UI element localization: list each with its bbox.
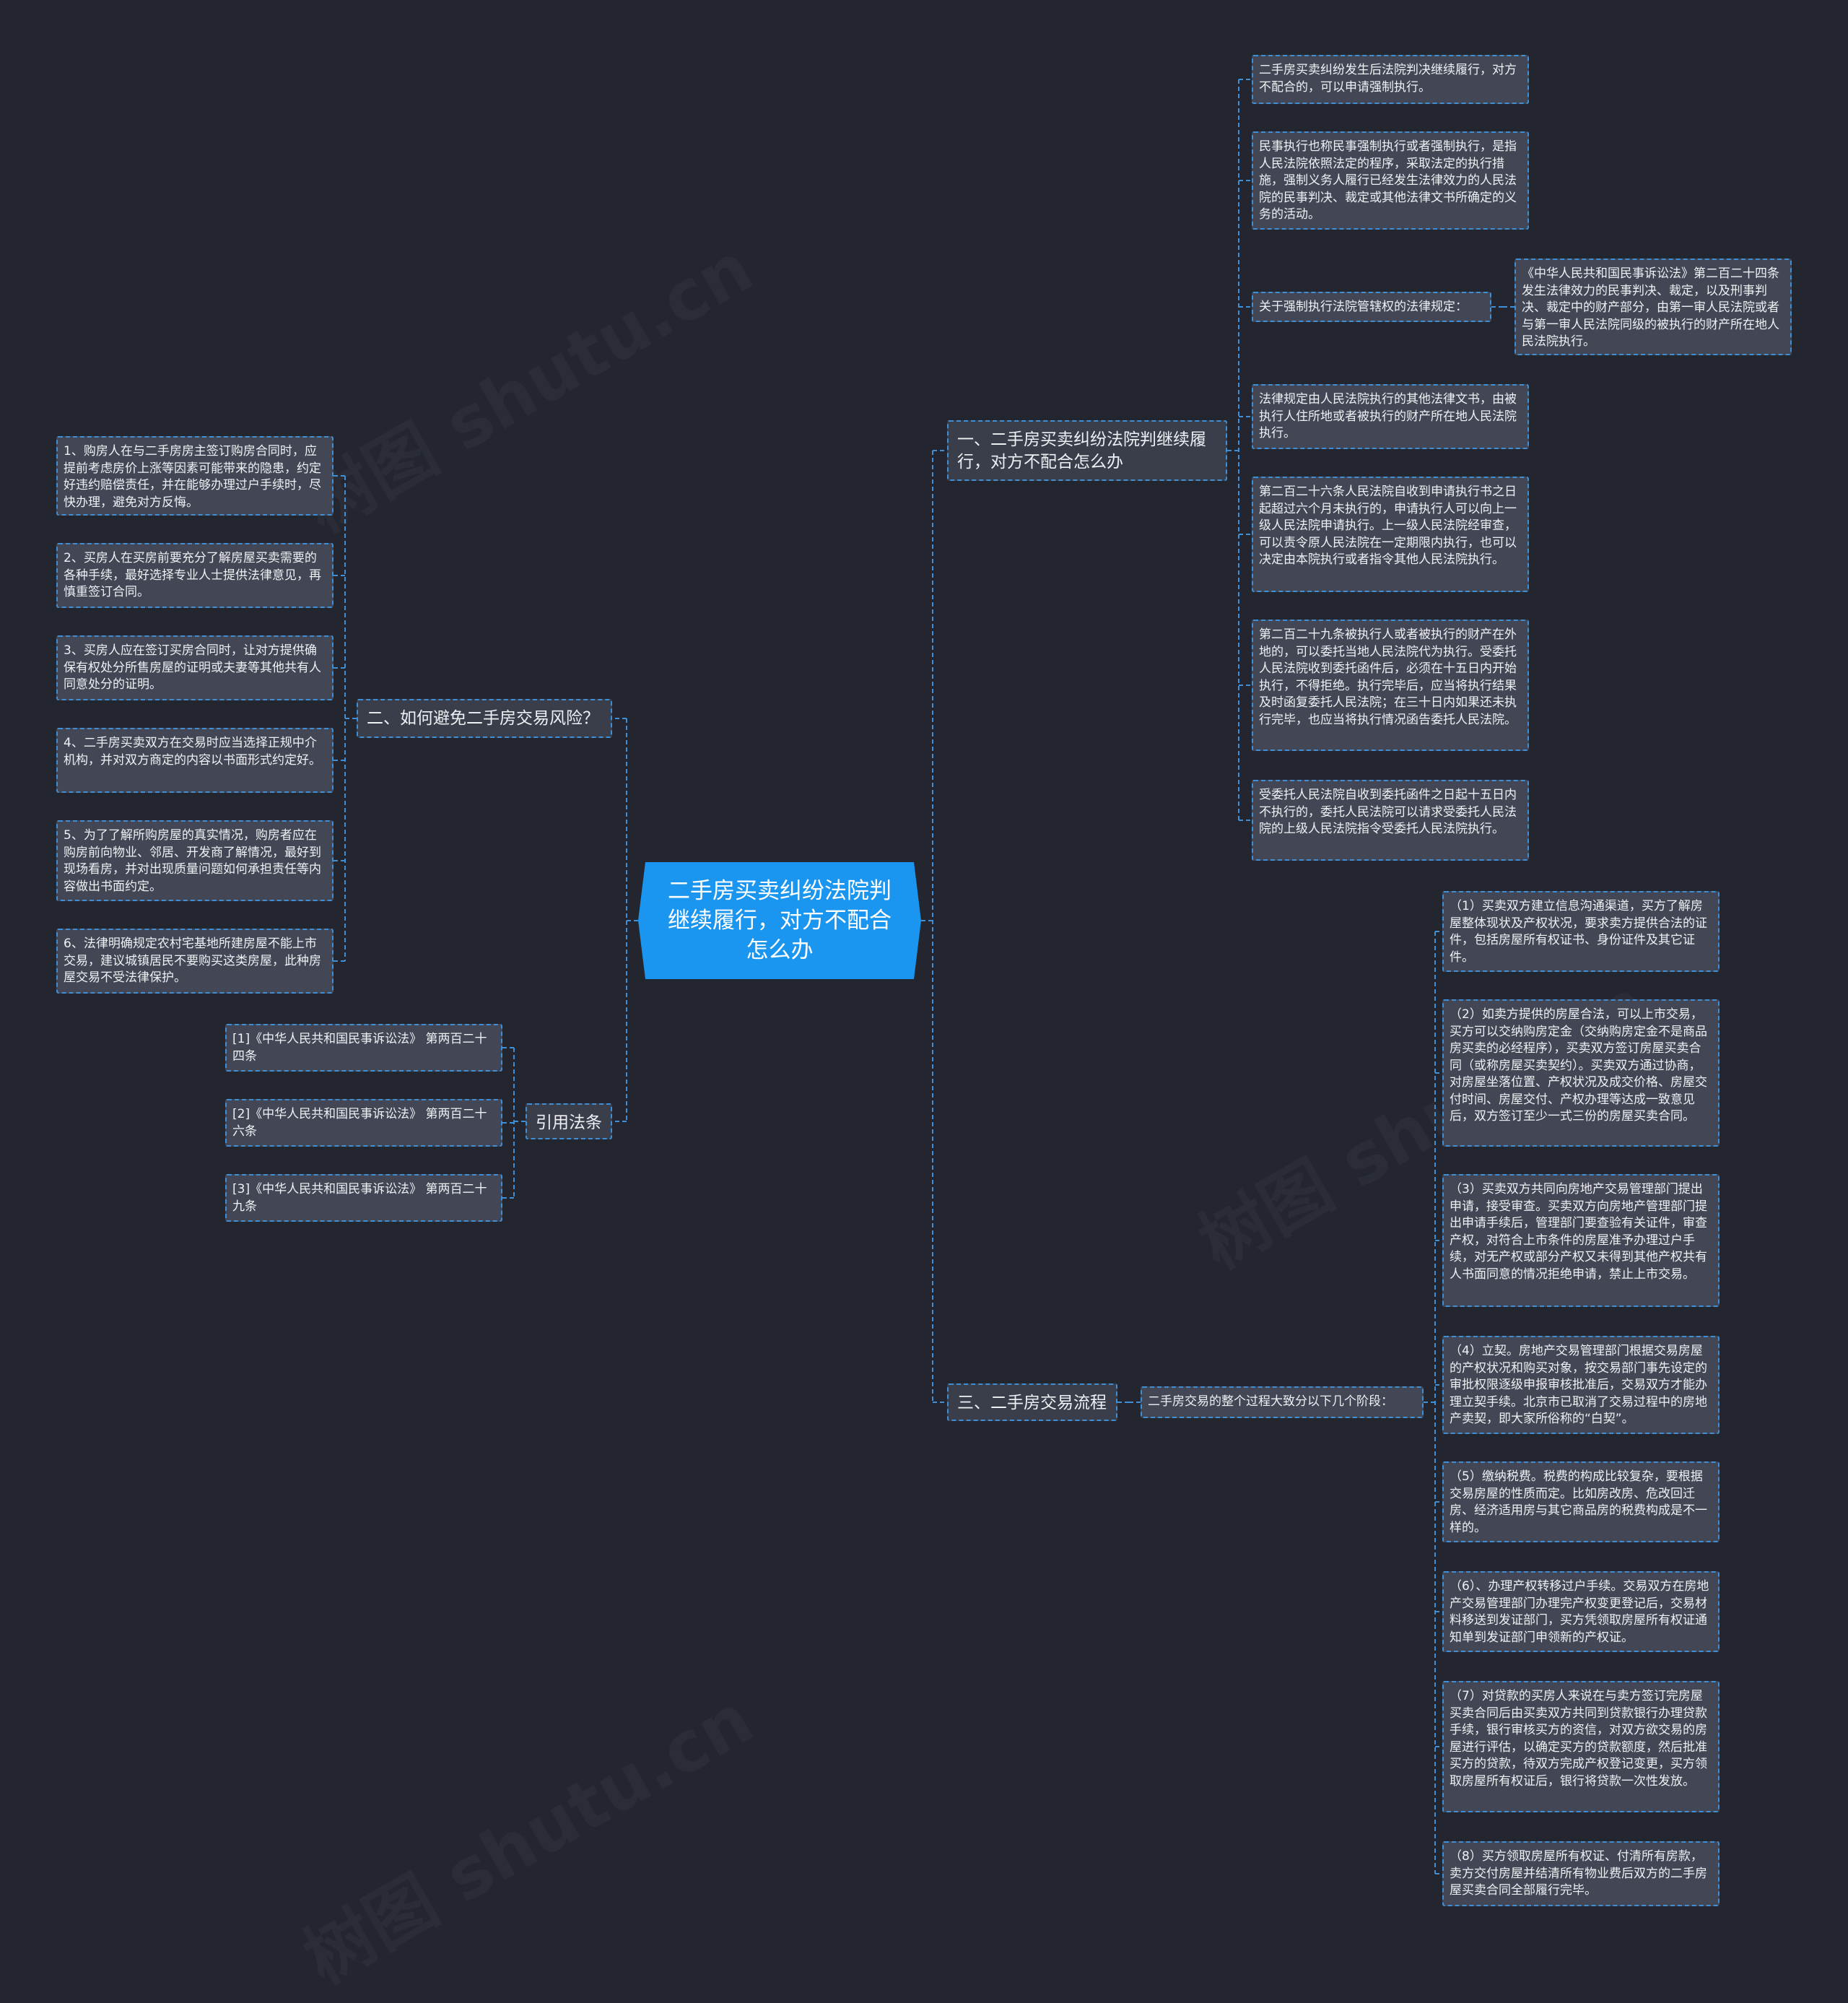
root-topic[interactable]: 二手房买卖纠纷法院判继续履行，对方不配合怎么办 bbox=[638, 862, 921, 979]
process-step[interactable]: （1）买卖双方建立信息沟通渠道，买方了解房屋整体现状及产权状况，要求卖方提供合法… bbox=[1442, 891, 1720, 972]
process-step[interactable]: （3）买卖双方共同向房地产交易管理部门提出申请，接受审查。买卖双方向房地产管理部… bbox=[1442, 1174, 1720, 1307]
branch-enforcement[interactable]: 一、二手房买卖纠纷法院判继续履行，对方不配合怎么办 bbox=[947, 420, 1227, 481]
leaf-node[interactable]: 《中华人民共和国民事诉讼法》第二百二十四条发生法律效力的民事判决、裁定，以及刑事… bbox=[1514, 258, 1792, 355]
process-step[interactable]: （7）对贷款的买房人来说在与卖方签订完房屋买卖合同后由买卖双方共同到贷款银行办理… bbox=[1442, 1681, 1720, 1812]
citation-item[interactable]: [3]《中华人民共和国民事诉讼法》 第两百二十九条 bbox=[225, 1174, 502, 1222]
process-step[interactable]: （4）立契。房地产交易管理部门根据交易房屋的产权状况和购买对象，按交易部门事先设… bbox=[1442, 1336, 1720, 1434]
citation-item[interactable]: [1]《中华人民共和国民事诉讼法》 第两百二十四条 bbox=[225, 1024, 502, 1072]
process-step[interactable]: （6）、办理产权转移过户手续。交易双方在房地产交易管理部门办理完产权变更登记后，… bbox=[1442, 1571, 1720, 1652]
connector-n-root bbox=[921, 450, 947, 1403]
connector-n-root bbox=[612, 718, 638, 1122]
process-step[interactable]: （5）缴纳税费。税费的构成比较复杂，要根据交易房屋的性质而定。比如房改房、危改回… bbox=[1442, 1461, 1720, 1542]
connector-n-b4-intro bbox=[1424, 931, 1442, 1874]
leaf-node[interactable]: 4、二手房买卖双方在交易时应当选择正规中介机构，并对双方商定的内容以书面形式约定… bbox=[56, 728, 334, 793]
connector-lines bbox=[334, 79, 1514, 1874]
leaf-node[interactable]: 1、购房人在与二手房房主签订购房合同时，应提前考虑房价上涨等因素可能带来的隐患，… bbox=[56, 436, 334, 516]
connector-n-b1 bbox=[1227, 79, 1252, 821]
process-intro[interactable]: 二手房交易的整个过程大致分以下几个阶段： bbox=[1141, 1386, 1424, 1418]
leaf-node[interactable]: 法律规定由人民法院执行的其他法律文书，由被执行人住所地或者被执行的财产所在地人民… bbox=[1252, 384, 1529, 449]
leaf-node[interactable]: 受委托人民法院自收到委托函件之日起十五日内不执行的，委托人民法院可以请求受委托人… bbox=[1252, 780, 1529, 861]
connector-n-b3 bbox=[502, 1047, 526, 1199]
leaf-node[interactable]: 关于强制执行法院管辖权的法律规定： bbox=[1252, 292, 1491, 322]
connector-n-b2 bbox=[334, 475, 357, 962]
leaf-node[interactable]: 3、买房人应在签订买房合同时，让对方提供确保有权处分所售房屋的证明或夫妻等其他共… bbox=[56, 635, 334, 700]
branch-avoid-risk[interactable]: 二、如何避免二手房交易风险？ bbox=[357, 699, 612, 738]
leaf-node[interactable]: 6、法律明确规定农村宅基地所建房屋不能上市交易，建议城镇居民不要购买这类房屋，此… bbox=[56, 929, 334, 994]
leaf-node[interactable]: 二手房买卖纠纷发生后法院判决继续履行，对方不配合的，可以申请强制执行。 bbox=[1252, 55, 1529, 104]
leaf-node[interactable]: 第二百二十九条被执行人或者被执行的财产在外地的，可以委托当地人民法院代为执行。受… bbox=[1252, 620, 1529, 751]
process-step[interactable]: （8）买方领取房屋所有权证、付清所有房款，卖方交付房屋并结清所有物业费后双方的二… bbox=[1442, 1841, 1720, 1906]
leaf-node[interactable]: 2、买房人在买房前要充分了解房屋买卖需要的各种手续，最好选择专业人士提供法律意见… bbox=[56, 543, 334, 608]
branch-process[interactable]: 三、二手房交易流程 bbox=[947, 1383, 1117, 1421]
root-topic-label: 二手房买卖纠纷法院判继续履行，对方不配合怎么办 bbox=[668, 877, 892, 963]
leaf-node[interactable]: 民事执行也称民事强制执行或者强制执行，是指人民法院依照法定的程序，采取法定的执行… bbox=[1252, 131, 1529, 230]
leaf-node[interactable]: 5、为了了解所购房屋的真实情况，购房者应在购房前向物业、邻居、开发商了解情况，最… bbox=[56, 820, 334, 901]
leaf-node[interactable]: 第二百二十六条人民法院自收到申请执行书之日起超过六个月未执行的，申请执行人可以向… bbox=[1252, 477, 1529, 592]
process-step[interactable]: （2）如卖方提供的房屋合法，可以上市交易，买方可以交纳购房定金（交纳购房定金不是… bbox=[1442, 999, 1720, 1147]
citation-item[interactable]: [2]《中华人民共和国民事诉讼法》 第两百二十六条 bbox=[225, 1099, 502, 1147]
branch-citations[interactable]: 引用法条 bbox=[526, 1103, 612, 1139]
